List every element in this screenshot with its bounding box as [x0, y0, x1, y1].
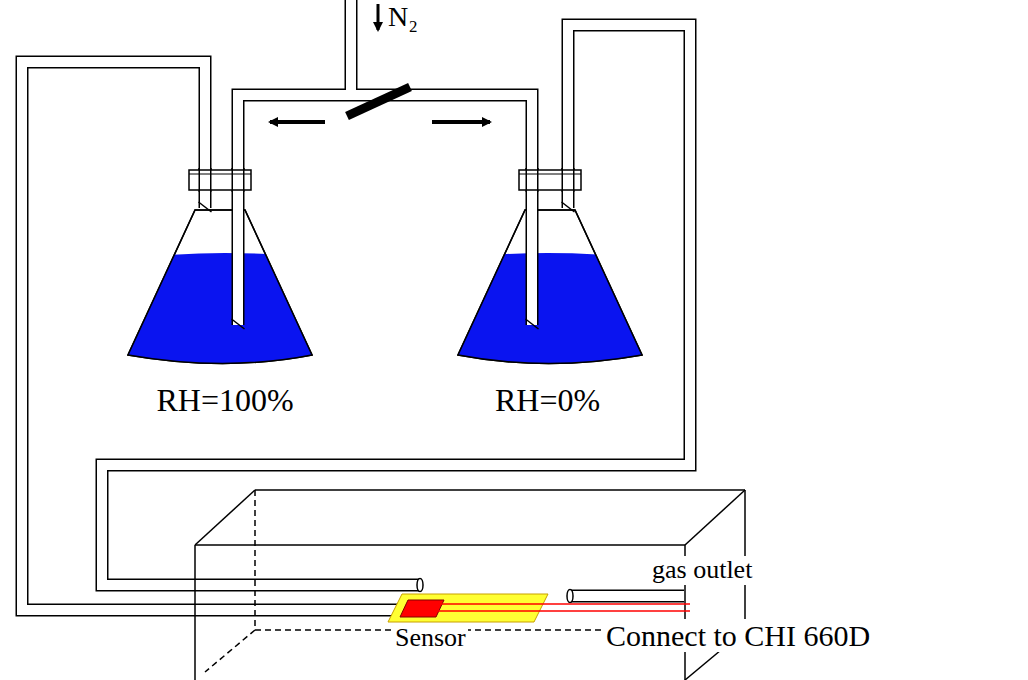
humidity-label: RH=100% — [120, 382, 330, 418]
stopper — [189, 170, 251, 190]
stopper — [519, 170, 581, 190]
flask: RH=0% — [440, 160, 655, 425]
flask: RH=100% — [120, 160, 330, 425]
tube-wall — [210, 168, 212, 192]
lead-wire — [440, 603, 690, 605]
flask-outline — [128, 210, 312, 364]
tube-wall — [526, 168, 528, 192]
stopper-rim — [189, 174, 251, 175]
tube-wall — [562, 168, 564, 192]
tube-wall — [199, 168, 201, 192]
humidity-label: RH=0% — [440, 382, 655, 418]
tube-wall — [573, 168, 575, 192]
gas-label: N₂ — [386, 2, 420, 33]
tube-tip — [199, 202, 212, 212]
instrument-label: Connect to CHI 660D — [604, 619, 872, 652]
tube-wall — [243, 168, 245, 192]
tube-inner — [22, 0, 690, 610]
outlet-label: gas outlet — [650, 556, 754, 585]
water — [120, 253, 330, 390]
flask-outline — [458, 210, 642, 364]
sensor-substrate — [388, 594, 548, 622]
sensing-film — [400, 600, 444, 617]
tube-outline — [22, 0, 690, 610]
tube-wall — [537, 168, 539, 192]
flow-arrow — [432, 120, 490, 124]
flow-arrow — [377, 4, 380, 30]
sensor-label: Sensor — [393, 624, 468, 653]
flow-arrow — [270, 120, 325, 124]
tube-tip — [562, 202, 575, 212]
tube-wall — [232, 168, 234, 192]
lead-wire — [438, 610, 690, 612]
stopper-rim — [519, 174, 581, 175]
diverter-valve — [347, 87, 410, 116]
tube-tip — [232, 319, 245, 329]
water — [440, 253, 655, 390]
tube-tip — [526, 319, 539, 329]
